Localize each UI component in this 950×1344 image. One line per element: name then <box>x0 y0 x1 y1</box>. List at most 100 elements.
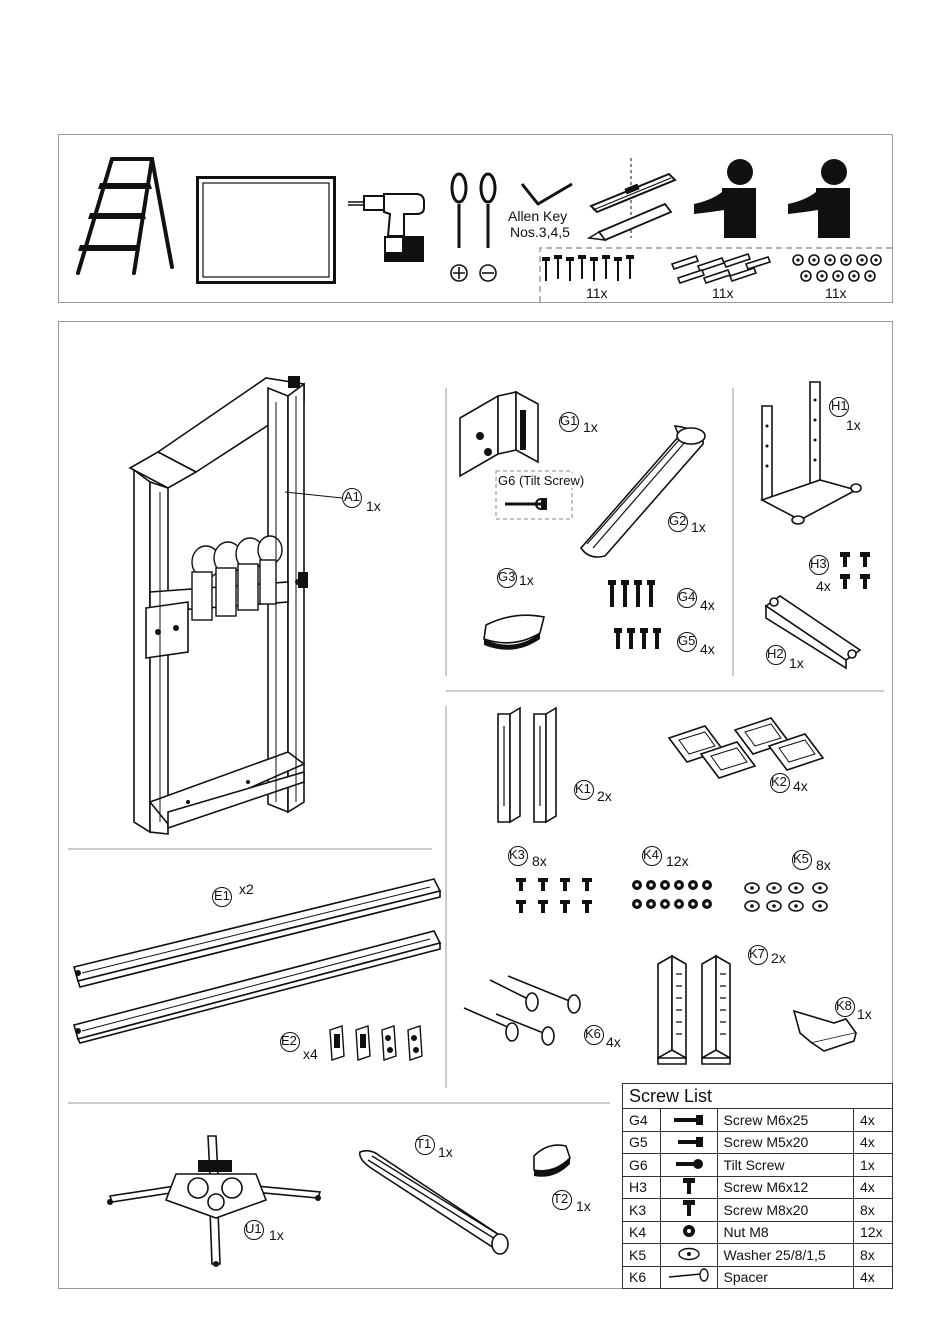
row-code: K5 <box>622 1243 661 1267</box>
washers-quantity: 11x <box>825 285 847 301</box>
part-a1-code: A1 <box>344 489 360 504</box>
part-k3-screws <box>516 878 592 913</box>
part-g1-callout <box>559 412 579 432</box>
row-icon <box>659 1153 718 1177</box>
row-name: Screw M8x20 <box>716 1198 855 1222</box>
row-qty: 1x <box>853 1153 893 1177</box>
part-k7-callout <box>748 945 768 965</box>
part-k6-spacers <box>463 975 581 1046</box>
cordless-drill-icon <box>348 193 425 262</box>
part-k1-quantity: 2x <box>597 788 612 804</box>
screw-long-icon <box>673 1114 703 1125</box>
table-row: K3 Screw M8x20 8x <box>622 1198 893 1222</box>
part-t1-tube <box>358 1149 509 1255</box>
tilt-screw-icon <box>675 1158 703 1169</box>
part-a1-quantity: 1x <box>366 498 381 514</box>
part-g1-bracket <box>459 390 539 478</box>
part-k5-callout <box>792 850 812 870</box>
part-k4-code: K4 <box>643 847 659 862</box>
row-code: G5 <box>622 1130 661 1154</box>
part-k6-code: K6 <box>585 1026 601 1041</box>
row-name: Spacer <box>716 1265 855 1289</box>
part-t1-callout <box>415 1135 435 1155</box>
part-g3-quantity: 1x <box>519 572 534 588</box>
row-qty: 4x <box>853 1265 893 1289</box>
part-t2-code: T2 <box>553 1191 569 1206</box>
part-h3-screws <box>840 552 870 589</box>
screw-m8-icon <box>682 1200 695 1217</box>
part-g3-code: G3 <box>498 569 516 584</box>
part-h2-callout <box>766 645 786 665</box>
part-t1-quantity: 1x <box>438 1144 453 1160</box>
table-row: K5 Washer 25/8/1,5 8x <box>622 1243 893 1267</box>
row-icon <box>659 1265 718 1289</box>
part-k8-callout <box>835 997 855 1017</box>
part-h1-quantity: 1x <box>846 417 861 433</box>
part-g2-quantity: 1x <box>691 519 706 535</box>
part-g3-cap <box>483 614 545 650</box>
anchors-quantity: 11x <box>712 285 734 301</box>
part-t1-code: T1 <box>416 1136 432 1151</box>
row-name: Screw M5x20 <box>716 1130 855 1154</box>
part-g5-callout <box>677 632 697 652</box>
part-k6-callout <box>584 1025 604 1045</box>
table-row: G5 Screw M5x20 4x <box>622 1130 893 1154</box>
row-qty: 8x <box>853 1243 893 1267</box>
part-k7-quantity: 2x <box>771 950 786 966</box>
row-code: K3 <box>622 1198 661 1222</box>
parts-panel <box>58 321 893 1289</box>
row-icon <box>659 1220 718 1244</box>
row-qty: 4x <box>853 1130 893 1154</box>
part-u1-callout <box>244 1220 264 1240</box>
part-h2-code: H2 <box>767 646 784 661</box>
part-k4-nuts <box>632 880 712 909</box>
row-qty: 8x <box>853 1198 893 1222</box>
row-name: Washer 25/8/1,5 <box>716 1243 855 1267</box>
spacer-icon <box>668 1268 709 1282</box>
part-h1-hanger <box>759 381 862 525</box>
part-g1-quantity: 1x <box>583 419 598 435</box>
part-k8-clip <box>792 1009 858 1052</box>
hardware-dashed-border <box>539 247 894 302</box>
part-g1-code: G1 <box>560 413 578 428</box>
part-k8-code: K8 <box>836 998 852 1013</box>
part-g3-callout <box>497 568 517 588</box>
part-k7-brackets <box>657 954 731 1065</box>
part-g6-code: G6 (Tilt Screw) <box>498 473 585 488</box>
wall-anchors-icon <box>670 253 772 284</box>
row-code: K6 <box>622 1265 661 1289</box>
row-name: Screw M6x12 <box>716 1175 855 1199</box>
part-k5-washers <box>744 882 828 912</box>
part-u1-ceiling-mount <box>107 1135 322 1267</box>
two-persons-icon <box>694 159 850 238</box>
screen-frame-icon <box>196 176 336 284</box>
part-k8-quantity: 1x <box>857 1006 872 1022</box>
part-k2-clips <box>667 717 825 779</box>
row-code: G4 <box>622 1108 661 1132</box>
part-k1-code: K1 <box>575 781 591 796</box>
part-g2-code: G2 <box>669 513 687 528</box>
part-k7-code: K7 <box>749 946 765 961</box>
row-icon <box>659 1175 718 1199</box>
part-e2-code: E2 <box>281 1033 297 1048</box>
part-k2-callout <box>770 773 790 793</box>
screw-medium-icon <box>677 1137 703 1148</box>
part-e1-code: E1 <box>214 888 230 903</box>
part-h3-callout <box>809 555 829 575</box>
screw-short-icon <box>682 1177 695 1194</box>
row-icon <box>659 1130 718 1154</box>
part-a1-wall-frame <box>128 376 308 835</box>
part-k3-code: K3 <box>509 847 525 862</box>
part-k2-code: K2 <box>771 774 787 789</box>
row-code: H3 <box>622 1175 661 1199</box>
row-name: Screw M6x25 <box>716 1108 855 1132</box>
row-name: Tilt Screw <box>716 1153 855 1177</box>
part-g5-code: G5 <box>678 633 696 648</box>
part-e2-callout <box>280 1032 300 1052</box>
wood-screws-icon <box>542 255 634 281</box>
row-qty: 4x <box>853 1175 893 1199</box>
part-g4-code: G4 <box>678 589 696 604</box>
part-e2-quantity: x4 <box>303 1046 318 1062</box>
allen-key-numbers: Nos.3,4,5 <box>510 224 570 240</box>
